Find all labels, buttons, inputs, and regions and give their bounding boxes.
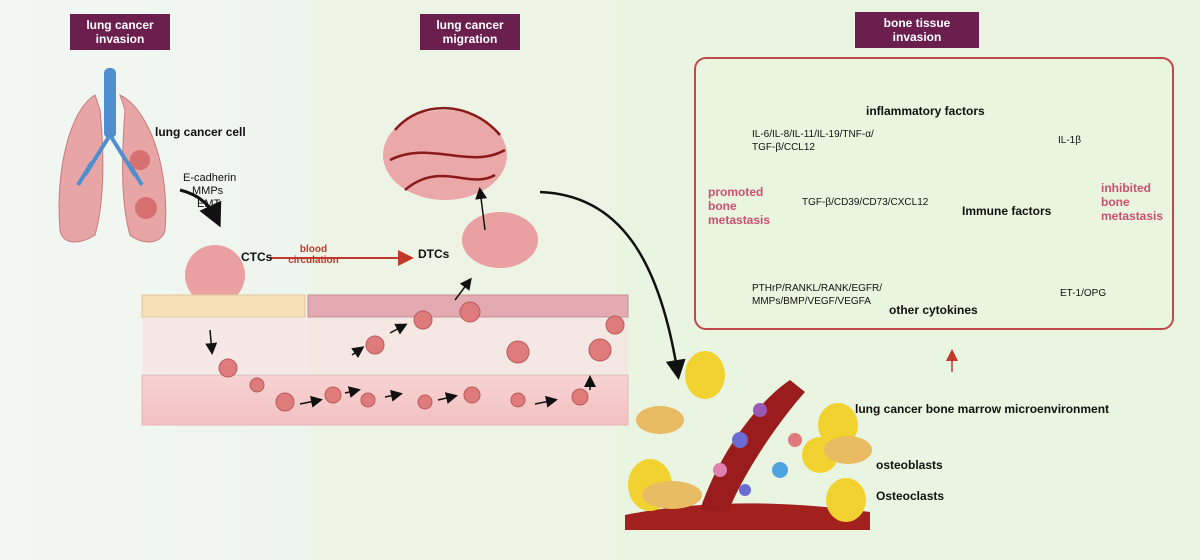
immune-factors-label: Immune factors [962,204,1052,218]
promoted-line-2: bone [708,199,737,213]
cytokine-promote-line-1: PTHrP/RANKL/RANK/EGFR/ [752,283,883,294]
ctc-cluster [185,245,245,305]
epithelial-layer [141,294,629,373]
lung-cancer-cell-label: lung cancer cell [155,125,246,139]
inflammatory-factors-label: inflammatory factors [866,104,985,118]
inflammatory-promote-line-1: IL-6/IL-8/IL-11/IL-19/TNF-α/ [752,129,874,140]
circulating-cells [218,301,625,412]
metastasis-arrow [539,190,686,380]
osteoclasts-label: Osteoclasts [876,489,945,503]
dtcs-label: DTCs [418,247,450,261]
immune-factor-list: TGF-β/CD39/CD73/CXCL12 [802,197,929,208]
osteoblasts-label: osteoblasts [876,458,943,472]
bone-microenvironment [625,351,872,530]
stage-label-migration: lung cancer migration [420,14,520,50]
stage-label-bone: bone tissue invasion [855,12,979,48]
other-cytokines-label: other cytokines [889,303,978,317]
marker-mmps: MMPs [192,185,224,197]
lungs-illustration [58,68,167,243]
inhibited-line-2: bone [1101,195,1130,209]
dtc-cluster [462,212,538,268]
ctcs-label: CTCs [241,250,273,264]
promoted-line-3: metastasis [708,213,771,227]
blood-vessel [141,374,629,426]
tumor-cluster-top [383,106,507,200]
stage-label-invasion: lung cancer invasion [70,14,170,50]
marker-emt: EMT [197,198,221,210]
promoted-line-1: promoted [708,185,764,199]
microenvironment-label: lung cancer bone marrow microenvironment [855,402,1110,416]
inhibited-line-3: metastasis [1101,209,1164,223]
cytokine-inhibit-label: ET-1/OPG [1060,288,1107,299]
invasion-panel [0,0,310,560]
bone-factors-box [694,57,1174,330]
blood-circulation-label: blood circulation [288,244,339,266]
inflammatory-inhibit-label: IL-1β [1058,135,1081,146]
inhibited-line-1: inhibited [1101,181,1151,195]
inflammatory-promote-line-2: TGF-β/CCL12 [752,142,815,153]
marker-e-cadherin: E-cadherin [183,172,237,184]
cytokine-promote-line-2: MMPs/BMP/VEGF/VEGFA [752,296,871,307]
